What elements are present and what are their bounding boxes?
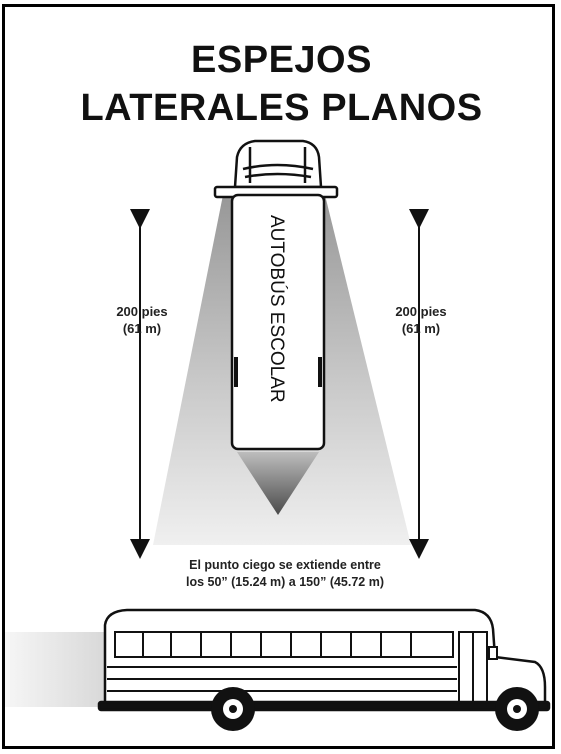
bus-wheel-rear — [211, 687, 255, 731]
bus-label: AUTOBÚS ESCOLAR — [266, 215, 288, 403]
left-distance-feet: 200 pies — [116, 304, 168, 319]
poster-frame: AUTOBÚS ESCOLAR — [2, 4, 555, 749]
title-line-1: ESPEJOS — [191, 39, 372, 81]
title-line-2: LATERALES PLANOS — [80, 87, 483, 129]
blind-spot-triangle — [237, 452, 319, 515]
caption-line-1: El punto ciego se extiende entre — [189, 558, 381, 572]
left-distance-meters: (61 m) — [122, 321, 162, 336]
right-distance-feet: 200 pies — [395, 304, 447, 319]
caption-line-2: los 50” (15.24 m) a 150” (45.72 m) — [185, 575, 385, 589]
diagram-graphic: AUTOBÚS ESCOLAR — [5, 139, 551, 731]
right-distance-meters: (61 m) — [401, 321, 441, 336]
blind-spot-caption: El punto ciego se extiende entre los 50”… — [125, 557, 445, 591]
right-distance-label: 200 pies (61 m) — [376, 303, 466, 337]
left-distance-label: 200 pies (61 m) — [97, 303, 187, 337]
bus-side-view — [97, 608, 551, 712]
bus-top-view — [213, 139, 339, 451]
ground-shadow — [5, 632, 105, 707]
bus-wheel-front — [495, 687, 539, 731]
